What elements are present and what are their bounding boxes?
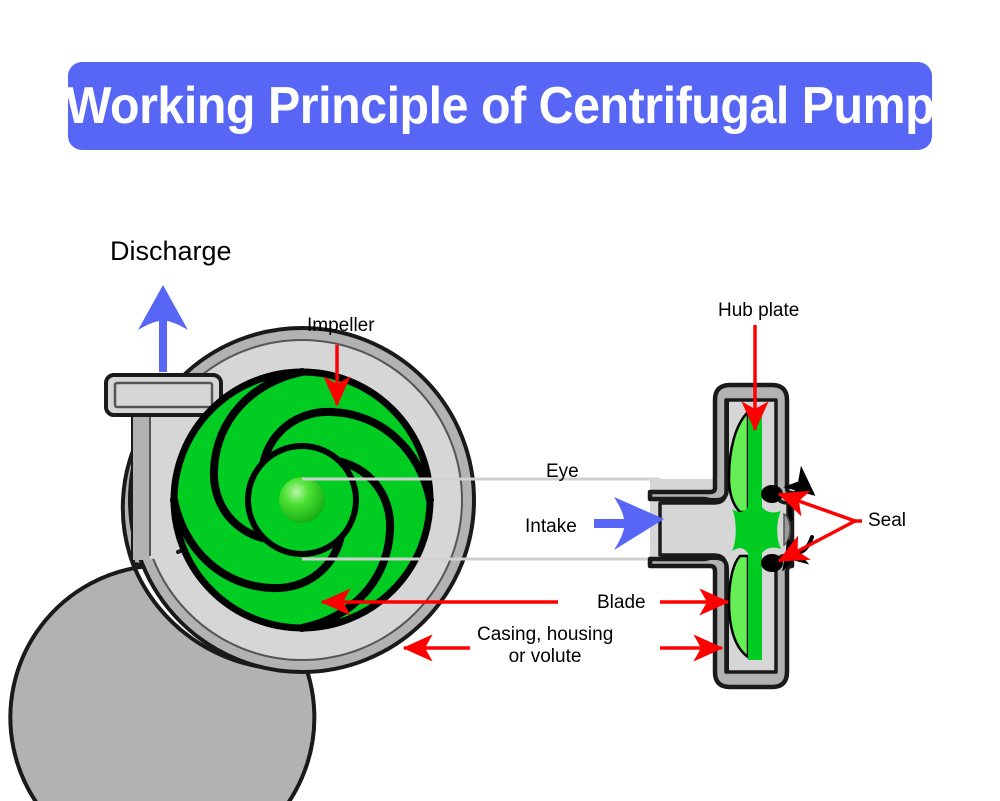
label-casing-line2: or volute <box>508 646 582 667</box>
label-discharge: Discharge <box>110 236 232 266</box>
impeller-hub-nose <box>279 477 325 523</box>
label-hub-plate: Hub plate <box>718 300 800 321</box>
seal-upper <box>761 485 783 503</box>
blade-2 <box>258 407 434 504</box>
seal-lower <box>761 554 783 572</box>
section-upper-shroud <box>661 399 729 502</box>
title-banner: Working Principle of Centrifugal Pump <box>65 62 935 150</box>
section-impeller-hub <box>732 507 781 553</box>
intake-flow-arrow <box>594 497 664 550</box>
label-seal: Seal <box>868 510 907 531</box>
leader-seal-lower <box>777 519 856 563</box>
eye-projection-lines <box>302 477 660 561</box>
label-impeller: Impeller <box>307 315 375 336</box>
leader-arrows <box>320 325 862 662</box>
impeller-cross-section-group <box>647 382 816 690</box>
label-intake: Intake <box>525 516 577 537</box>
label-casing-line1: Casing, housing <box>477 624 614 645</box>
section-blade-upper <box>727 408 750 514</box>
discharge-leg-outer-band <box>133 404 150 560</box>
discharge-flange <box>104 373 223 417</box>
section-lower-shroud <box>661 556 729 673</box>
blade-1 <box>209 368 306 544</box>
leader-seal-upper <box>777 490 856 523</box>
blade-4 <box>170 496 346 593</box>
volute-casing-group <box>8 326 476 801</box>
label-eye: Eye <box>546 461 579 482</box>
label-blade: Blade <box>597 592 646 613</box>
discharge-flow-arrow <box>138 285 188 372</box>
page-title: Working Principle of Centrifugal Pump <box>65 77 935 135</box>
